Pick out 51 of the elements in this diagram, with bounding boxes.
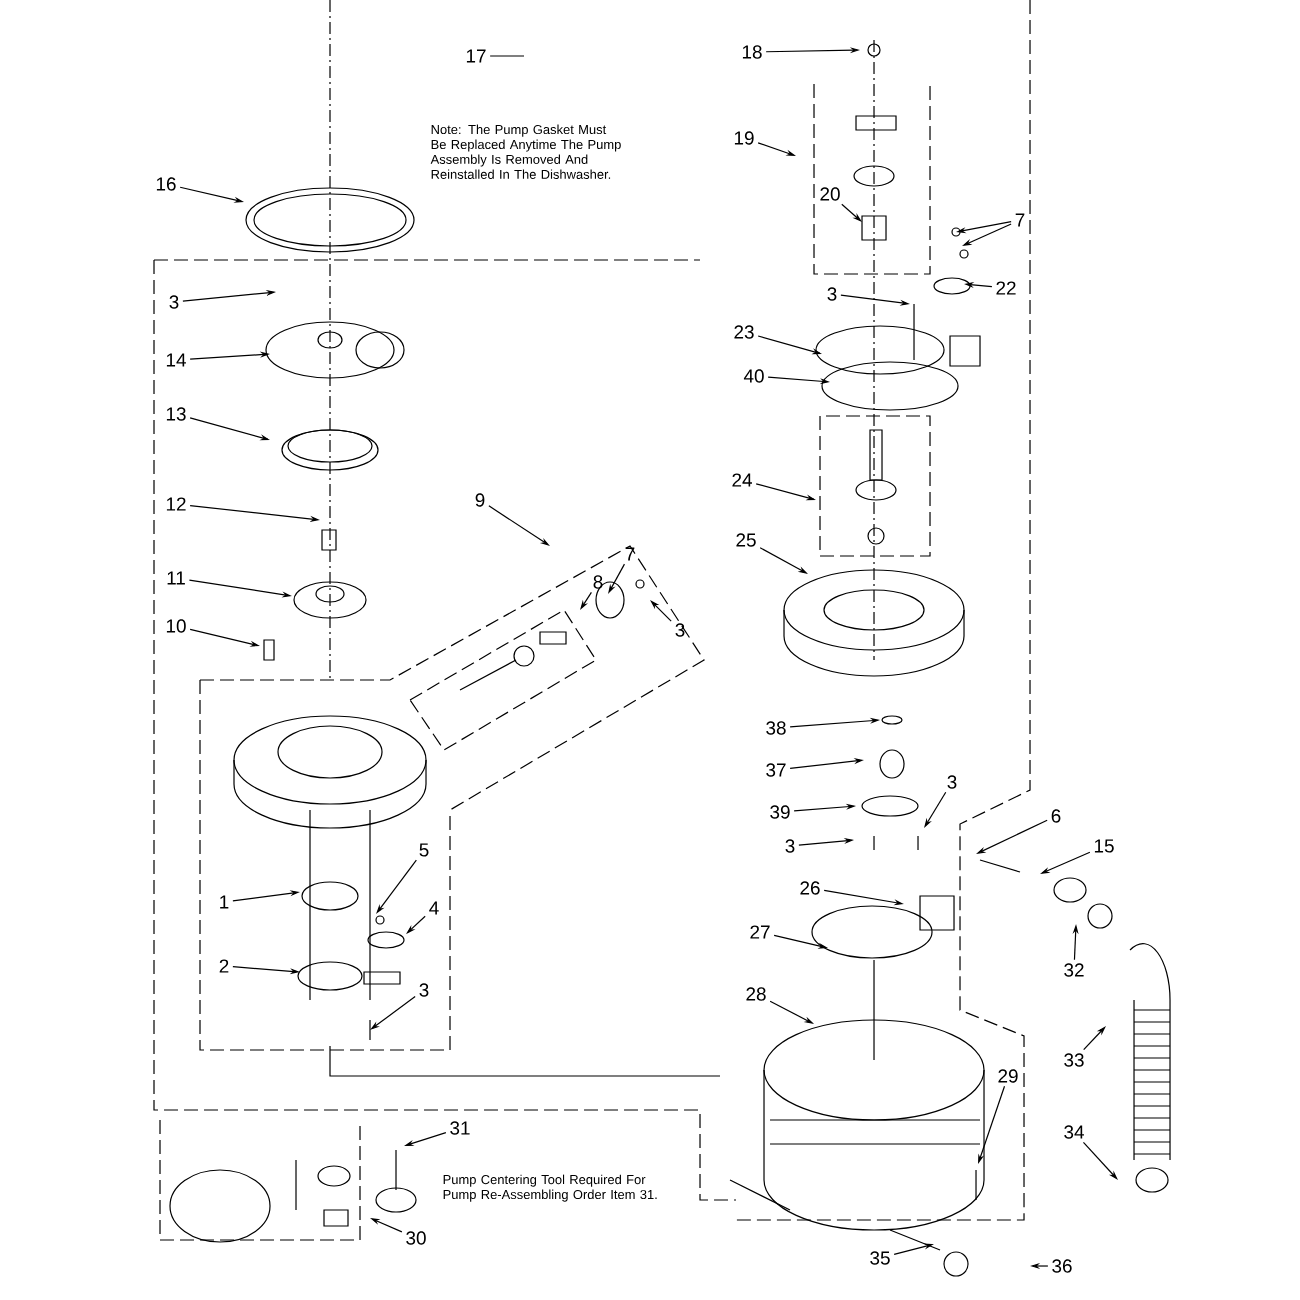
callout-number: 16 <box>156 177 176 191</box>
leader-line <box>1082 1141 1118 1180</box>
leader-line <box>650 600 672 622</box>
callout-number: 2 <box>219 959 229 973</box>
callout-number: 36 <box>1052 1259 1072 1273</box>
callout-number: 17 <box>466 49 486 63</box>
callout-number: 20 <box>820 187 840 201</box>
callout-number: 30 <box>406 1231 426 1245</box>
leader-line <box>406 915 426 934</box>
callout-number: 24 <box>732 473 752 487</box>
callout-number: 9 <box>475 493 485 507</box>
callout-number: 15 <box>1094 839 1114 853</box>
callout-number: 18 <box>742 45 762 59</box>
callout-number: 33 <box>1064 1053 1084 1067</box>
leader-line <box>1083 1026 1106 1051</box>
callout-number: 27 <box>750 925 770 939</box>
callout-number: 1 <box>220 895 229 909</box>
callout-number: 31 <box>450 1121 470 1135</box>
callout-number: 3 <box>785 839 795 853</box>
callout-number: 3 <box>827 287 837 301</box>
callout-number: 28 <box>746 987 766 1001</box>
callout-number: 22 <box>996 281 1016 295</box>
callout-number: 34 <box>1064 1125 1084 1139</box>
callout-number: 38 <box>766 721 786 735</box>
callout-number: 4 <box>429 901 439 915</box>
callout-number: 23 <box>734 325 754 339</box>
leader-line <box>841 203 862 222</box>
callout-number: 13 <box>166 407 186 421</box>
callout-number: 10 <box>166 619 186 633</box>
callout-number: 37 <box>766 763 786 777</box>
callout-number: 12 <box>166 497 186 511</box>
callout-number: 14 <box>166 353 186 367</box>
callout-number: 3 <box>947 775 957 789</box>
callout-number: 29 <box>998 1069 1018 1083</box>
callout-number: 25 <box>736 533 756 547</box>
callout-number: 40 <box>743 369 764 383</box>
callout-number: 35 <box>870 1251 890 1265</box>
callout-number: 3 <box>169 295 179 309</box>
callout-number: 39 <box>770 805 790 819</box>
callout-number: 8 <box>593 575 603 589</box>
callout-number: 3 <box>675 623 685 637</box>
leader-line <box>489 55 525 57</box>
callout-number: 5 <box>419 843 429 857</box>
callout-number: 7 <box>1015 213 1025 227</box>
callout-number: 19 <box>734 131 754 145</box>
callout-number: 3 <box>419 983 429 997</box>
callout-number: 26 <box>800 881 820 895</box>
callout-number: 11 <box>167 571 185 585</box>
callout-number: 32 <box>1064 963 1084 977</box>
callout-number: 6 <box>1051 809 1061 823</box>
callout-number: 7 <box>625 547 635 561</box>
